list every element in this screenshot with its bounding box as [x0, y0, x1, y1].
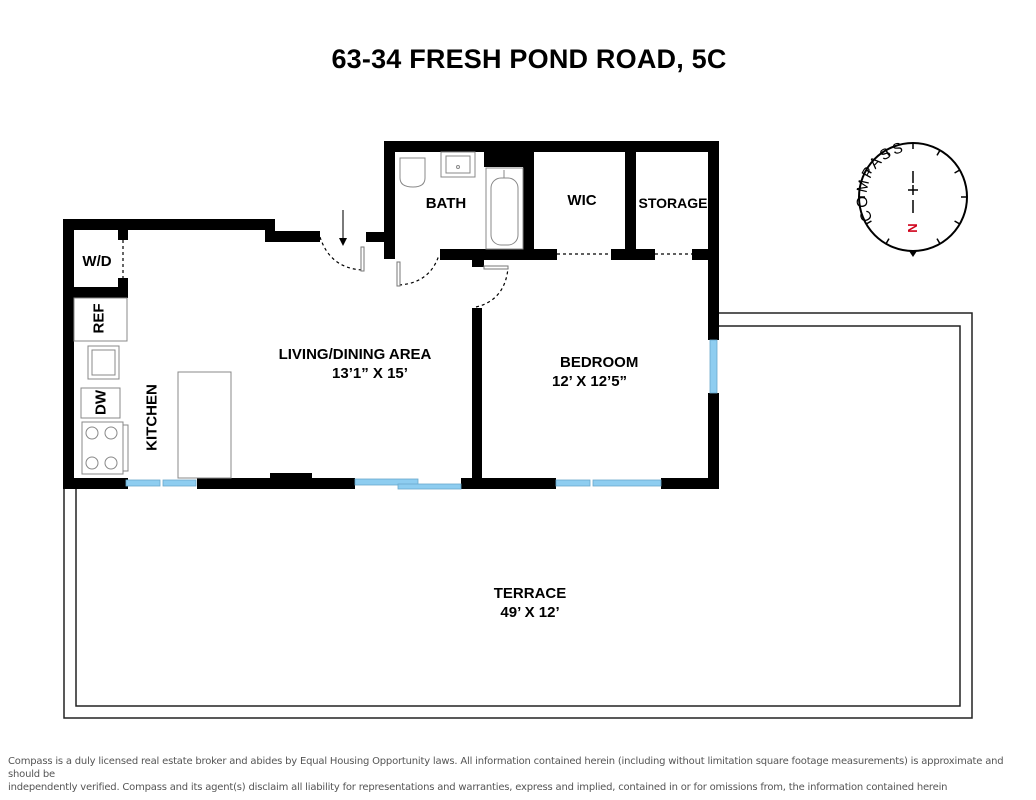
living-name: LIVING/DINING AREA — [278, 346, 432, 363]
disclaimer-line-2: independently verified. Compass and its … — [8, 782, 948, 793]
page-title: 63-34 FRESH POND ROAD, 5C — [331, 44, 727, 74]
appliance-label-ref: REF — [90, 303, 108, 334]
bath-fixtures — [399, 151, 524, 250]
terrace-outline — [63, 312, 973, 719]
compass-north-label: N — [905, 223, 920, 232]
windows — [125, 339, 718, 490]
bedroom-name: BEDROOM — [560, 354, 639, 371]
walls — [63, 141, 719, 489]
living-dimensions: 13’1” X 15’ — [332, 365, 408, 382]
room-label-storage: STORAGE — [638, 195, 708, 211]
compass-icon: COMPASS N — [853, 139, 968, 257]
entry-arrow-icon — [339, 210, 347, 246]
openings — [122, 236, 692, 308]
terrace-name: TERRACE — [493, 585, 567, 602]
appliance-label-dw: DW — [92, 390, 110, 415]
room-label-bath: BATH — [425, 195, 467, 212]
room-label-bedroom: BEDROOM 12’ X 12’5” — [552, 353, 652, 391]
kitchen-fixtures — [73, 297, 232, 479]
room-label-wd: W/D — [82, 253, 112, 270]
doors — [360, 246, 509, 287]
room-label-terrace: TERRACE 49’ X 12’ — [480, 584, 580, 622]
bedroom-dimensions: 12’ X 12’5” — [552, 373, 628, 390]
room-label-living-dining: LIVING/DINING AREA 13’1” X 15’ — [262, 345, 448, 383]
disclaimer: Compass is a duly licensed real estate b… — [8, 755, 1028, 794]
terrace-dimensions: 49’ X 12’ — [500, 604, 560, 621]
room-label-wic: WIC — [567, 192, 597, 209]
room-label-kitchen: KITCHEN — [143, 384, 161, 451]
disclaimer-line-1: Compass is a duly licensed real estate b… — [8, 756, 1004, 780]
